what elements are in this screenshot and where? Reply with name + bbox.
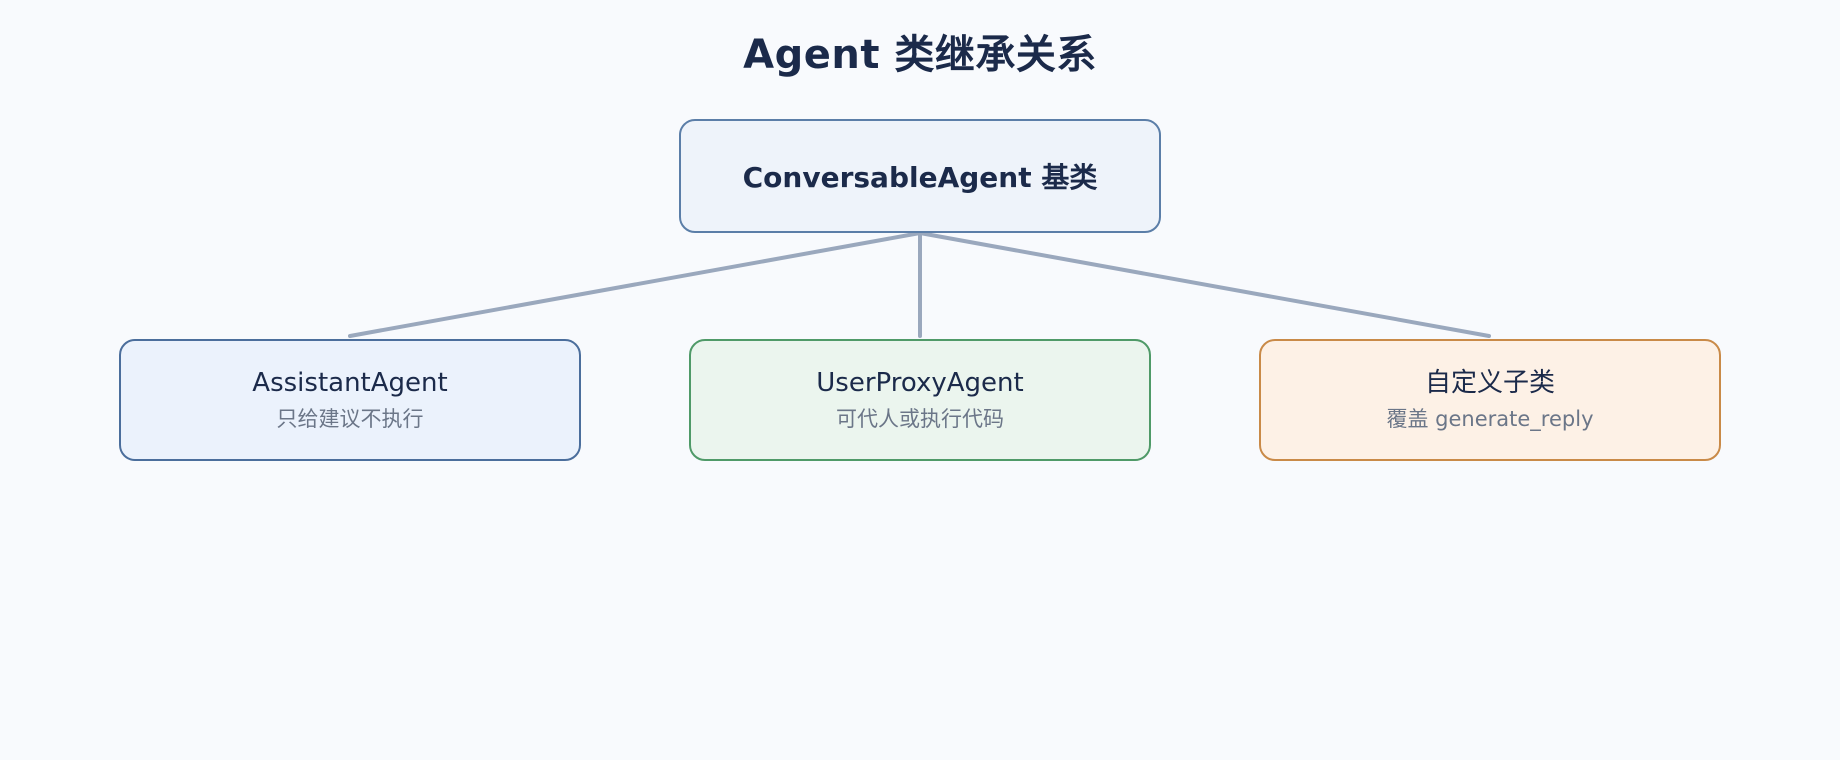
user-proxy-agent-node: UserProxyAgent 可代人或执行代码 <box>689 339 1151 461</box>
assistant-agent-label: AssistantAgent <box>252 368 448 398</box>
user-proxy-agent-label: UserProxyAgent <box>816 368 1024 398</box>
connector-to-assistant <box>348 231 922 338</box>
custom-subclass-node: 自定义子类 覆盖 generate_reply <box>1259 339 1721 461</box>
base-class-label: ConversableAgent 基类 <box>742 161 1098 194</box>
diagram-title: Agent 类继承关系 <box>743 32 1097 78</box>
assistant-agent-node: AssistantAgent 只给建议不执行 <box>119 339 581 461</box>
custom-subclass-description: 覆盖 generate_reply <box>1386 407 1594 431</box>
base-class-node: ConversableAgent 基类 <box>679 119 1161 233</box>
assistant-agent-description: 只给建议不执行 <box>276 407 424 431</box>
connector-to-custom <box>918 231 1491 338</box>
custom-subclass-label: 自定义子类 <box>1424 368 1555 398</box>
user-proxy-agent-description: 可代人或执行代码 <box>836 407 1004 431</box>
